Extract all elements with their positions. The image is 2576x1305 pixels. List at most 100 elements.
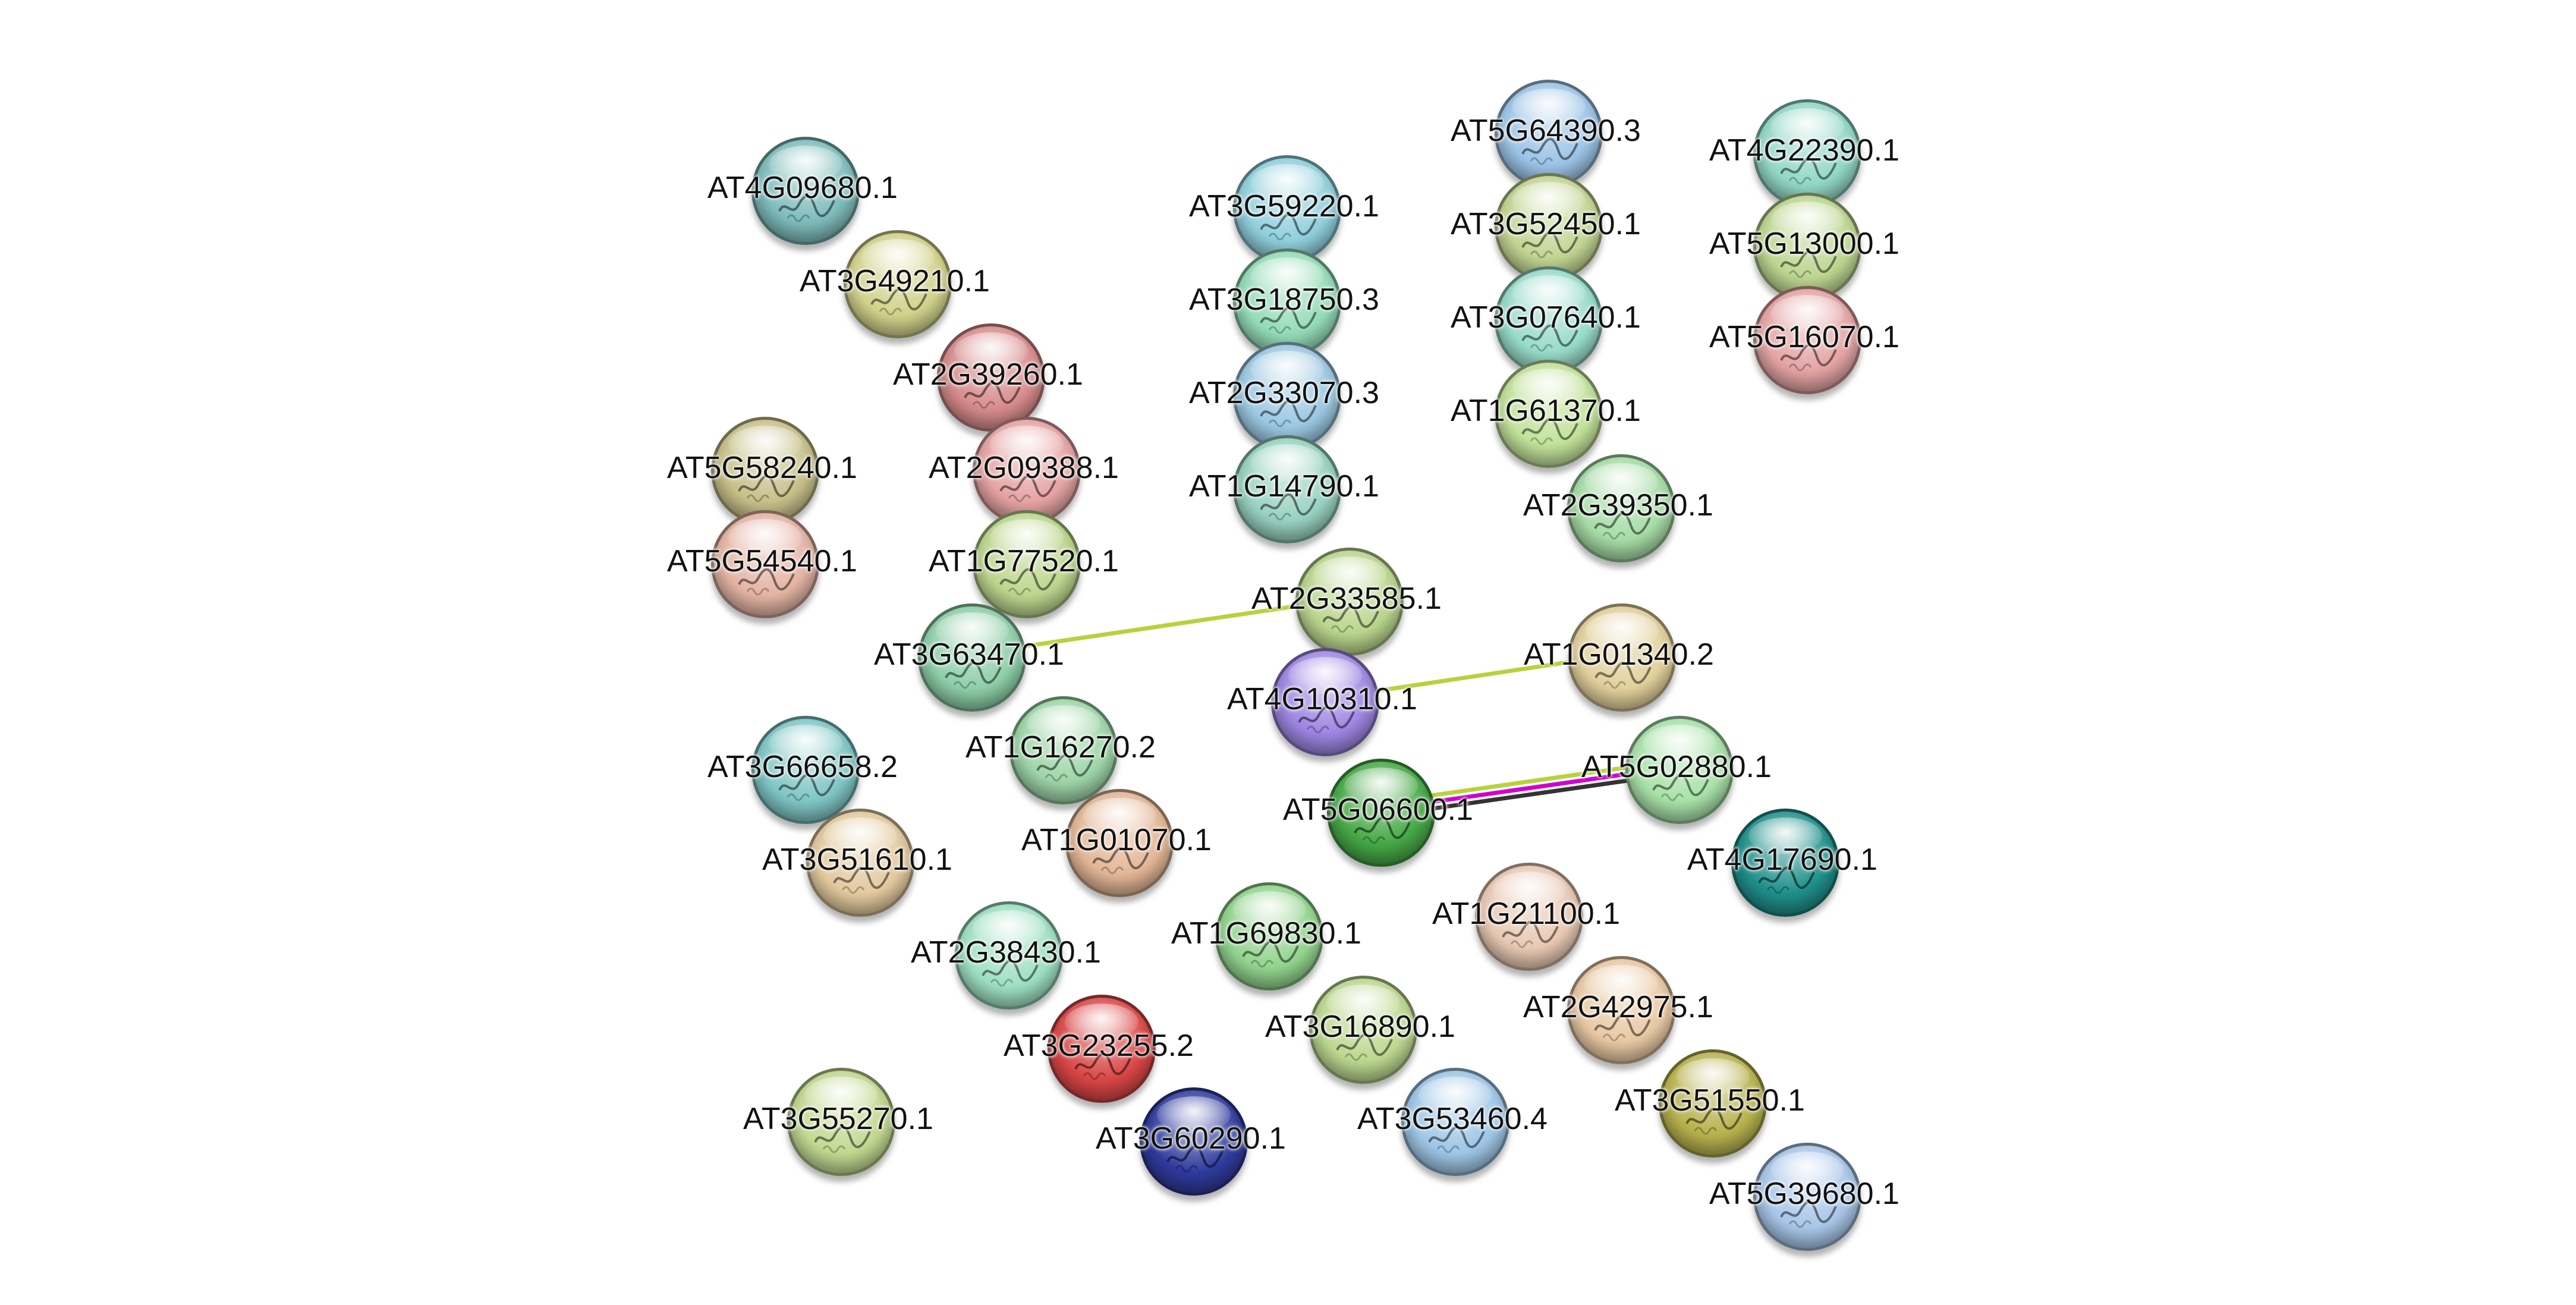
node-sphere [1753, 1143, 1861, 1251]
protein-structure-icon [1336, 1033, 1393, 1061]
node-sphere [1233, 249, 1341, 357]
node-sphere [1753, 99, 1861, 207]
protein-structure-icon [1298, 706, 1355, 734]
node-AT3G59220.1[interactable]: AT3G59220.1 [1189, 155, 1379, 263]
node-AT2G33070.3[interactable]: AT2G33070.3 [1189, 342, 1379, 450]
node-sphere [1048, 995, 1156, 1103]
node-AT3G63470.1[interactable]: AT3G63470.1 [874, 603, 1064, 712]
node-sphere [806, 809, 914, 917]
node-sphere [1009, 696, 1118, 804]
node-AT1G16270.2[interactable]: AT1G16270.2 [965, 696, 1156, 804]
node-AT3G51610.1[interactable]: AT3G51610.1 [762, 809, 952, 917]
node-sphere [1215, 882, 1323, 990]
protein-structure-icon [870, 288, 927, 316]
node-AT5G06600.1[interactable]: AT5G06600.1 [1283, 759, 1473, 867]
node-sphere [1140, 1087, 1248, 1196]
node-sphere [1753, 286, 1861, 394]
node-AT1G69830.1[interactable]: AT1G69830.1 [1171, 882, 1361, 990]
protein-structure-icon [778, 773, 835, 801]
node-AT2G39350.1[interactable]: AT2G39350.1 [1523, 454, 1713, 562]
node-AT1G77520.1[interactable]: AT1G77520.1 [929, 510, 1119, 618]
node-AT5G16070.1[interactable]: AT5G16070.1 [1709, 286, 1899, 394]
protein-structure-icon [1594, 661, 1652, 689]
protein-structure-icon [964, 381, 1021, 409]
protein-structure-icon [738, 474, 795, 502]
node-AT5G02880.1[interactable]: AT5G02880.1 [1581, 716, 1772, 824]
node-AT1G01340.2[interactable]: AT1G01340.2 [1524, 603, 1714, 712]
node-AT1G61370.1[interactable]: AT1G61370.1 [1451, 360, 1641, 468]
protein-structure-icon [833, 866, 890, 894]
node-sphere [1495, 360, 1603, 468]
protein-structure-icon [1502, 920, 1559, 948]
node-AT5G64390.3[interactable]: AT5G64390.3 [1451, 80, 1641, 188]
protein-structure-icon [1780, 344, 1837, 372]
node-sphere [844, 230, 952, 338]
node-sphere [1753, 193, 1861, 301]
protein-structure-icon [738, 568, 795, 596]
protein-structure-icon [1594, 512, 1651, 540]
protein-structure-icon [982, 959, 1039, 987]
protein-structure-icon [1521, 231, 1578, 259]
node-AT3G23255.2[interactable]: AT3G23255.2 [1004, 995, 1194, 1103]
node-AT3G66658.2[interactable]: AT3G66658.2 [707, 716, 898, 824]
protein-structure-icon [1428, 1125, 1485, 1153]
node-sphere [1233, 435, 1341, 543]
protein-structure-icon [999, 474, 1056, 502]
node-sphere [1233, 155, 1341, 263]
protein-structure-icon [1260, 306, 1317, 334]
protein-structure-icon [1521, 324, 1578, 352]
node-AT4G09680.1[interactable]: AT4G09680.1 [707, 137, 898, 245]
protein-structure-icon [999, 568, 1056, 596]
node-sphere [1295, 548, 1404, 656]
node-sphere [1568, 603, 1676, 712]
node-AT3G18750.3[interactable]: AT3G18750.3 [1189, 249, 1379, 357]
node-AT1G14790.1[interactable]: AT1G14790.1 [1189, 435, 1379, 543]
protein-structure-icon [814, 1125, 871, 1153]
node-AT3G16890.1[interactable]: AT3G16890.1 [1265, 976, 1455, 1084]
node-AT5G54540.1[interactable]: AT5G54540.1 [667, 510, 857, 618]
protein-structure-icon [1260, 400, 1317, 427]
node-AT2G42975.1[interactable]: AT2G42975.1 [1523, 956, 1713, 1064]
protein-structure-icon [1166, 1145, 1223, 1173]
node-sphere [1659, 1049, 1767, 1158]
protein-structure-icon [1594, 1014, 1651, 1042]
node-sphere [1625, 716, 1734, 824]
node-AT5G39680.1[interactable]: AT5G39680.1 [1709, 1143, 1899, 1251]
node-AT4G10310.1[interactable]: AT4G10310.1 [1227, 648, 1417, 756]
node-AT4G17690.1[interactable]: AT4G17690.1 [1687, 809, 1877, 917]
node-sphere [751, 716, 860, 824]
protein-structure-icon [1685, 1107, 1743, 1135]
node-sphere [1475, 863, 1583, 971]
node-AT1G01070.1[interactable]: AT1G01070.1 [1021, 789, 1212, 897]
node-sphere [1401, 1068, 1509, 1176]
node-AT3G49210.1[interactable]: AT3G49210.1 [800, 230, 990, 338]
node-AT3G53460.4[interactable]: AT3G53460.4 [1357, 1068, 1548, 1176]
protein-structure-icon [1074, 1052, 1131, 1080]
node-AT3G55270.1[interactable]: AT3G55270.1 [743, 1068, 933, 1176]
protein-structure-icon [1322, 605, 1379, 633]
protein-structure-icon [1354, 816, 1411, 844]
protein-structure-icon [945, 661, 1002, 689]
node-sphere [918, 603, 1026, 712]
node-AT3G52450.1[interactable]: AT3G52450.1 [1451, 173, 1641, 281]
node-sphere [1495, 266, 1603, 375]
node-AT1G21100.1[interactable]: AT1G21100.1 [1432, 863, 1620, 971]
node-AT2G09388.1[interactable]: AT2G09388.1 [929, 417, 1119, 525]
node-AT5G58240.1[interactable]: AT5G58240.1 [667, 417, 857, 525]
node-AT3G60290.1[interactable]: AT3G60290.1 [1096, 1087, 1286, 1196]
node-AT3G07640.1[interactable]: AT3G07640.1 [1451, 266, 1641, 375]
protein-structure-icon [1521, 137, 1578, 165]
node-sphere [1233, 342, 1341, 450]
node-AT4G22390.1[interactable]: AT4G22390.1 [1709, 99, 1899, 207]
node-sphere [1495, 173, 1603, 281]
protein-structure-icon [1780, 1200, 1837, 1228]
node-AT5G13000.1[interactable]: AT5G13000.1 [1709, 193, 1899, 301]
node-sphere [1567, 956, 1675, 1064]
node-AT2G38430.1[interactable]: AT2G38430.1 [911, 901, 1101, 1010]
node-AT2G39260.1[interactable]: AT2G39260.1 [893, 323, 1083, 432]
node-AT2G33585.1[interactable]: AT2G33585.1 [1251, 548, 1442, 656]
node-AT3G51550.1[interactable]: AT3G51550.1 [1615, 1049, 1805, 1158]
node-sphere [1327, 759, 1435, 867]
node-sphere [973, 417, 1081, 525]
